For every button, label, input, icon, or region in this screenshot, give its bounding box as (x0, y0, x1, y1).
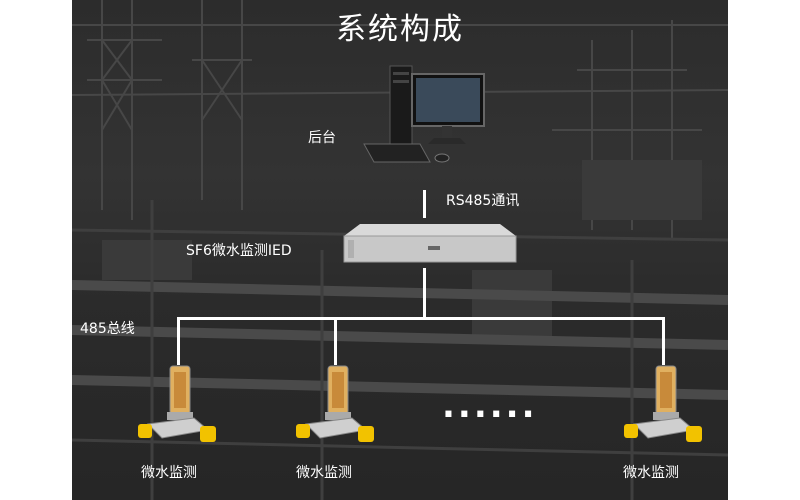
more-sensors-ellipsis: ...... (442, 386, 538, 426)
bus-drop-3 (662, 317, 665, 365)
sensor-label-1: 微水监测 (141, 465, 197, 481)
bus-drop-1 (177, 317, 180, 365)
ied-bus-line (423, 268, 426, 318)
rack-device-icon (343, 224, 517, 263)
bus-drop-2 (334, 317, 337, 365)
bus-line (177, 317, 665, 320)
comm-line (423, 190, 426, 218)
page-title: 系统构成 (336, 12, 464, 47)
moisture-sensor-icon (624, 365, 702, 442)
sensor-label-3: 微水监测 (623, 465, 679, 481)
backend-label: 后台 (308, 130, 336, 146)
bus-label: 485总线 (80, 321, 135, 337)
ied-label: SF6微水监测IED (186, 243, 292, 259)
sensor-label-2: 微水监测 (296, 465, 352, 481)
comm-label: RS485通讯 (446, 193, 520, 209)
moisture-sensor-icon (138, 365, 216, 442)
desktop-computer-icon (363, 65, 485, 163)
moisture-sensor-icon (296, 365, 374, 442)
